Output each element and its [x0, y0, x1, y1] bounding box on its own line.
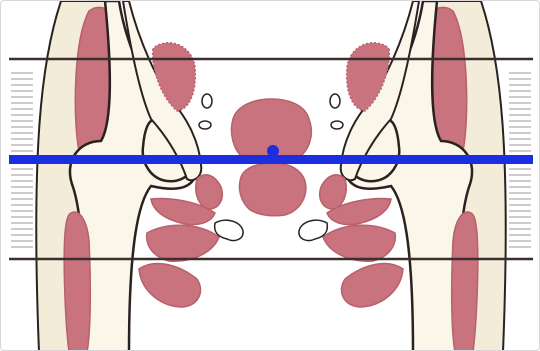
left-adductor-muscle-3	[139, 264, 201, 307]
left-pectineus-muscle	[196, 175, 223, 209]
slice-position-marker[interactable]	[267, 145, 279, 157]
right-medial-thigh-muscle	[452, 212, 478, 351]
right-pectineus-muscle	[320, 175, 347, 209]
left-medial-thigh-muscle	[64, 212, 90, 351]
bladder-lower	[239, 163, 305, 216]
left-sacral-foramen-2	[199, 121, 211, 129]
right-adductor-muscle-3	[341, 264, 403, 307]
right-adductor-muscle-2	[323, 225, 395, 261]
left-leg	[36, 1, 243, 351]
right-sacral-foramen-2	[331, 121, 343, 129]
left-adductor-muscle-2	[147, 225, 219, 261]
right-leg	[299, 1, 506, 351]
right-sacral-foramen-1	[330, 94, 340, 108]
left-sacral-foramen-1	[202, 94, 212, 108]
